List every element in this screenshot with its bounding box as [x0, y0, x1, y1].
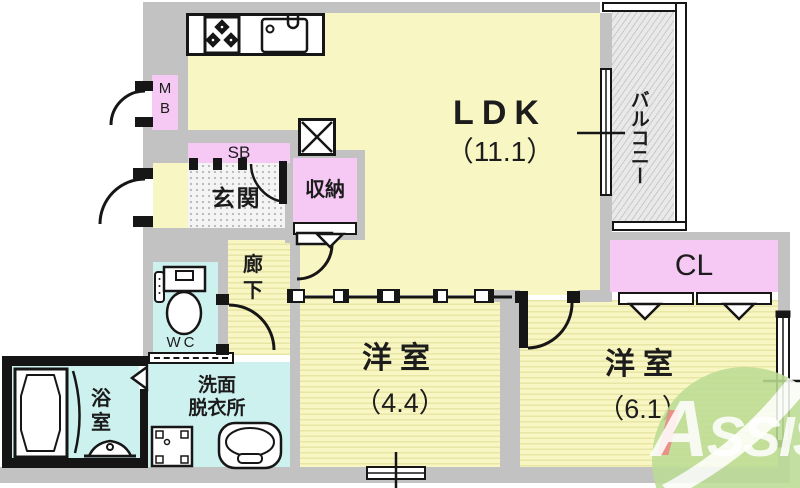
room-label-washroom: 洗面 脱衣所 — [188, 375, 246, 419]
kitchen-counter — [186, 13, 325, 56]
storage-box — [293, 158, 357, 222]
room-label-bathroom: 浴 室 — [91, 388, 111, 434]
room-label-meter-box: M B — [158, 80, 172, 117]
wc-sliding-door — [148, 352, 234, 364]
meter-box — [152, 75, 178, 130]
room-label-wc: WC — [166, 334, 198, 351]
closet-box — [610, 240, 778, 292]
watermark-text: ASSIST — [651, 383, 800, 475]
pipe-space-box — [298, 118, 336, 156]
balcony-floor — [612, 12, 674, 224]
room-label-shoe-box: SB — [227, 142, 251, 162]
watermark-initial: A — [651, 384, 709, 473]
room-label-storage: 収納 — [305, 178, 345, 201]
meter-box-door-icon — [111, 81, 153, 127]
room-label-ldk: LDK — [453, 94, 547, 132]
wall-under-genkan — [143, 228, 228, 262]
wall-top — [143, 2, 600, 13]
storage-door-panel — [293, 222, 357, 235]
wall-corridor-right — [290, 238, 300, 467]
room-area-ldk: （11.1） — [445, 136, 555, 167]
balcony-rail-bottom — [612, 221, 687, 231]
closet-door-panel-right — [696, 292, 772, 305]
wall-left-a — [143, 13, 153, 85]
balcony-rail-right — [675, 2, 687, 230]
wall-left-c — [143, 226, 153, 363]
wall-ldk-bottom-b — [578, 290, 612, 302]
entrance-door-icon — [100, 168, 153, 227]
wall-above-cl — [600, 232, 790, 242]
wall-wc-corridor — [218, 262, 228, 353]
room-western-4-4-floor — [300, 298, 500, 467]
wall-corridor-top — [218, 228, 300, 240]
room-label-corridor: 廊 下 — [243, 254, 263, 302]
watermark-rest: SSIST — [706, 405, 800, 469]
bathroom-floor — [12, 366, 140, 458]
window-western-4-4 — [366, 466, 426, 480]
closet-door-panel-left — [618, 292, 694, 305]
wall-cl-left — [600, 242, 612, 302]
wall-mb-right — [178, 55, 188, 143]
watermark-swoosh — [662, 367, 800, 488]
wall-between-western-rooms — [500, 295, 520, 467]
room-label-western-6-1: 洋室 — [605, 348, 681, 381]
room-label-western-4-4: 洋室 — [362, 342, 438, 375]
wall-left-of-sb — [143, 143, 188, 163]
wall-band-under-mb — [143, 130, 300, 143]
room-label-closet: CL — [674, 249, 714, 283]
room-label-entrance: 玄関 — [211, 185, 262, 211]
wc-sliding-door-dash — [154, 357, 228, 359]
room-label-balcony: バルコニー — [627, 90, 649, 185]
room-area-western-4-4: （4.4） — [354, 388, 446, 418]
wall-ldk-bottom-a — [493, 290, 520, 302]
